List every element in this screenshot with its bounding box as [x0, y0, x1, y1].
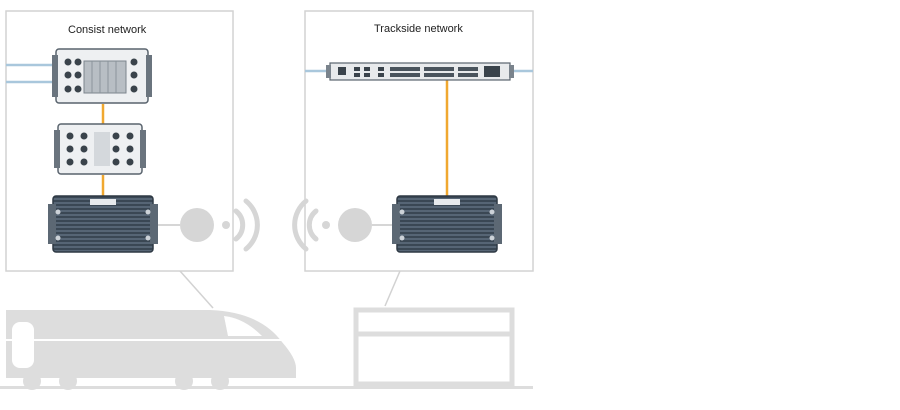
switch-icon: [52, 48, 152, 104]
antenna-icon: [338, 208, 394, 242]
callout-pointer: [179, 270, 401, 309]
wireless-access-point-icon: [392, 195, 502, 253]
switch-icon: [326, 62, 514, 81]
antenna-icon: [158, 208, 214, 242]
consist-network-title: Consist network: [68, 24, 147, 36]
radio-waves-icon: [222, 198, 260, 252]
station-icon: [353, 307, 515, 387]
switch-icon: [54, 123, 146, 175]
ethernet-links: [101, 80, 449, 196]
wireless-access-point-icon: [48, 195, 158, 253]
train-icon: [6, 310, 296, 390]
radio-waves-icon: [292, 198, 330, 252]
rail-track: [0, 386, 533, 389]
trackside-network-title: Trackside network: [374, 23, 463, 35]
